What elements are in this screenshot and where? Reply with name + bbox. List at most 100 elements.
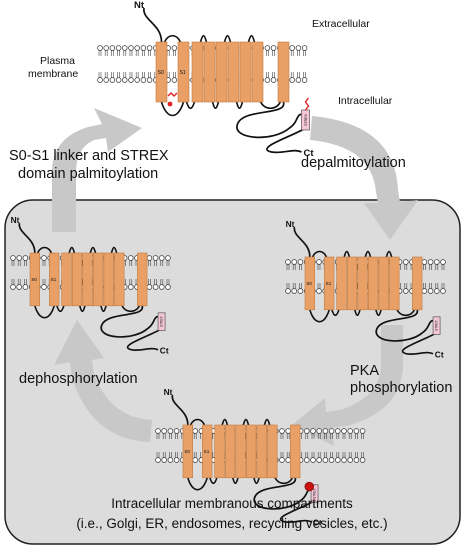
- lipid-head: [173, 428, 180, 434]
- lipid-head: [171, 77, 178, 83]
- transmembrane-helix: [235, 424, 246, 479]
- palmitoyl-s0s1-icon: [167, 92, 178, 97]
- lipid-head: [289, 45, 295, 51]
- strex-label: STREX: [313, 487, 317, 498]
- lipid-head: [347, 457, 353, 463]
- lipid-head: [146, 255, 153, 261]
- lipid-head: [173, 457, 180, 463]
- lipid-head: [122, 77, 128, 83]
- transmembrane-helix: [304, 256, 315, 311]
- lipid-head: [167, 428, 174, 434]
- transmembrane-helix: [357, 256, 368, 311]
- lipid-head: [359, 457, 366, 463]
- lipid-head: [310, 428, 316, 434]
- lipid-head: [103, 45, 109, 51]
- lipid-head: [165, 255, 171, 261]
- transmembrane-helix: [239, 41, 252, 103]
- strex-domain: [157, 312, 166, 331]
- lipid-head: [421, 288, 428, 294]
- s0-s1-linker: [309, 309, 330, 323]
- lipid-head: [128, 45, 134, 51]
- transmembrane-helix: [49, 252, 60, 307]
- lipid-head: [295, 77, 302, 83]
- strex-domain: [310, 484, 319, 503]
- lipid-head: [115, 45, 122, 51]
- lipid-head: [353, 457, 360, 463]
- lipid-head: [359, 428, 366, 434]
- lipid-head: [440, 259, 446, 265]
- ct-label: Ct: [313, 517, 322, 527]
- transmembrane-helix: [61, 252, 72, 307]
- lipid-head: [41, 284, 47, 290]
- lipid-head: [146, 284, 153, 290]
- lipid-head: [155, 428, 161, 434]
- transmembrane-helix: [389, 256, 400, 311]
- lipid-head: [161, 428, 167, 434]
- lipid-head: [353, 428, 360, 434]
- s0-s1-linker: [187, 477, 208, 491]
- nt-label: Nt: [134, 0, 145, 11]
- transmembrane-helix: [202, 424, 213, 479]
- transmembrane-helix: [191, 41, 204, 103]
- lipid-head: [304, 428, 310, 434]
- transmembrane-helix: [277, 41, 290, 103]
- lipid-head: [295, 45, 302, 51]
- lipid-head: [347, 428, 353, 434]
- s0-label: S0: [31, 277, 37, 282]
- transmembrane-helix: [246, 424, 257, 479]
- lipid-head: [297, 259, 304, 265]
- n-terminus: [18, 222, 36, 254]
- channel-loop: [311, 250, 416, 317]
- transmembrane-helix: [412, 256, 423, 311]
- lipid-head: [134, 45, 140, 51]
- lipid-head: [161, 457, 167, 463]
- transmembrane-helix: [114, 252, 125, 307]
- lipid-head: [128, 284, 134, 290]
- phosphate-icon: [304, 481, 314, 492]
- lipid-head: [103, 77, 109, 83]
- lipid-head: [279, 457, 285, 463]
- channel-loop: [163, 34, 282, 110]
- palmitoylation-step-line1: S0-S1 linker and STREX: [9, 148, 169, 164]
- lipid-head: [291, 288, 297, 294]
- palmitoylation-arrow-icon: [52, 108, 142, 232]
- lipid-head: [322, 457, 329, 463]
- lipid-head: [146, 45, 153, 51]
- lipid-head: [192, 457, 198, 463]
- lipid-head: [264, 45, 271, 51]
- lipid-head: [140, 77, 147, 83]
- lipid-head: [152, 255, 159, 261]
- lipid-head: [16, 255, 22, 261]
- ct-label: Ct: [304, 148, 315, 159]
- lipid-head: [192, 428, 198, 434]
- lipid-head: [134, 77, 140, 83]
- c-terminus: [375, 309, 438, 356]
- transmembrane-helix: [93, 252, 104, 307]
- lipid-head: [403, 259, 409, 265]
- lipid-head: [285, 457, 291, 463]
- transmembrane-helix: [177, 41, 190, 103]
- transmembrane-helix: [324, 256, 335, 311]
- lipid-head: [22, 255, 29, 261]
- lipid-head: [328, 457, 335, 463]
- lipid-head: [341, 428, 347, 434]
- transmembrane-helix: [103, 252, 114, 307]
- lipid-head: [279, 428, 285, 434]
- lipid-head: [316, 428, 322, 434]
- transmembrane-helix: [203, 41, 216, 103]
- c-terminus: [253, 477, 316, 524]
- lipid-head: [427, 288, 434, 294]
- lipid-head: [316, 457, 322, 463]
- lipid-head: [167, 457, 174, 463]
- s0-label: S0: [306, 281, 312, 286]
- lipid-head: [434, 288, 440, 294]
- lipid-head: [421, 259, 428, 265]
- lipid-head: [285, 259, 291, 265]
- extracellular-label: Extracellular: [312, 18, 370, 30]
- lipid-head: [97, 77, 103, 83]
- lipid-head: [264, 77, 271, 83]
